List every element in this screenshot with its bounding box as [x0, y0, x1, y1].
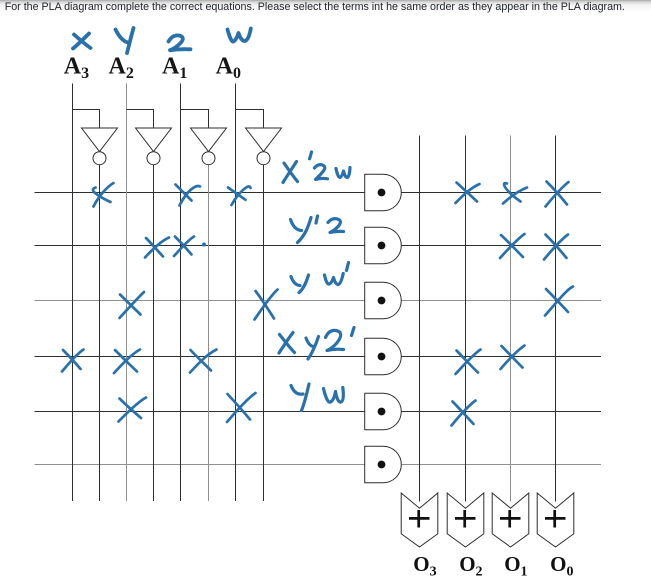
svg-text:A1: A1	[162, 54, 187, 83]
svg-text:A0: A0	[216, 54, 241, 83]
svg-text:O2: O2	[459, 552, 482, 580]
svg-text:O0: O0	[550, 552, 573, 580]
svg-text:A3: A3	[64, 54, 89, 83]
svg-text:O1: O1	[504, 552, 527, 580]
svg-text:A2: A2	[109, 54, 134, 83]
svg-text:For the PLA diagram complete t: For the PLA diagram complete the correct…	[5, 1, 625, 13]
svg-text:O3: O3	[413, 552, 436, 580]
